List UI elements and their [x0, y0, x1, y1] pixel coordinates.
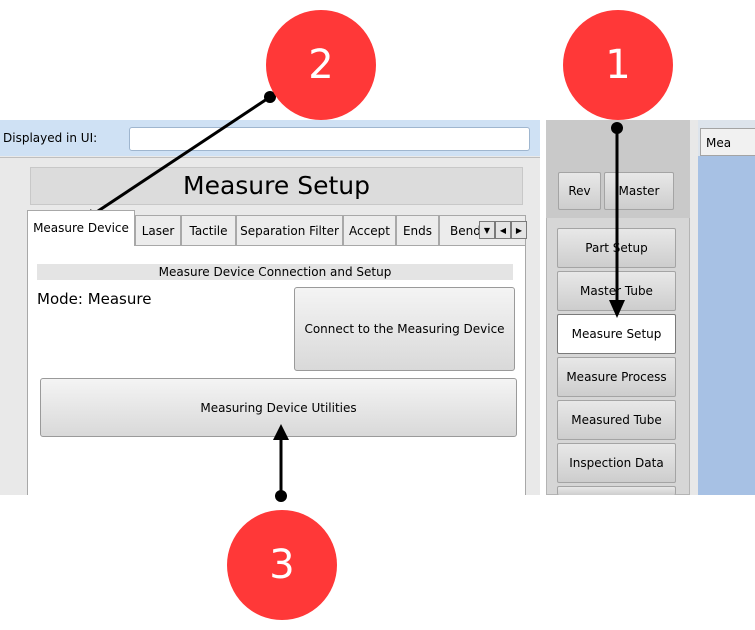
- tab-bar: Measure Device Laser Tactile Separation …: [27, 210, 527, 246]
- step-badge-1: 1: [563, 10, 673, 120]
- mode-status: Mode: Measure: [37, 290, 152, 308]
- nav-item-master-tube[interactable]: Master Tube: [557, 271, 676, 311]
- nav-item-measured-tube[interactable]: Measured Tube: [557, 400, 676, 440]
- nav-scrollbar[interactable]: [690, 120, 700, 495]
- tab-separation-filter[interactable]: Separation Filter: [236, 215, 343, 245]
- tab-tactile[interactable]: Tactile: [181, 215, 236, 245]
- step-badge-3: 3: [227, 510, 337, 620]
- page-title: Measure Setup: [183, 171, 370, 200]
- secondary-window-tab[interactable]: Mea: [700, 128, 755, 156]
- displayed-in-ui-input[interactable]: [129, 127, 530, 151]
- tab-scroll-right-icon[interactable]: ▶: [511, 221, 527, 239]
- tab-ends[interactable]: Ends: [396, 215, 439, 245]
- nav-item-measure-setup[interactable]: Measure Setup: [557, 314, 676, 354]
- divider: [0, 157, 540, 158]
- tab-scroll-left-icon[interactable]: ◀: [495, 221, 511, 239]
- device-utilities-button[interactable]: Measuring Device Utilities: [40, 378, 517, 437]
- rev-button[interactable]: Rev: [558, 172, 601, 210]
- master-button[interactable]: Master: [604, 172, 674, 210]
- nav-item-part-setup[interactable]: Part Setup: [557, 228, 676, 268]
- nav-item-measure-process[interactable]: Measure Process: [557, 357, 676, 397]
- nav-item-inspection-data[interactable]: Inspection Data: [557, 443, 676, 483]
- secondary-window-content: [698, 156, 755, 495]
- tab-accept[interactable]: Accept: [343, 215, 396, 245]
- section-header: Measure Device Connection and Setup: [37, 264, 513, 280]
- tab-measure-device[interactable]: Measure Device: [27, 210, 135, 246]
- tab-laser[interactable]: Laser: [135, 215, 181, 245]
- tab-list-dropdown-icon[interactable]: ▼: [479, 221, 495, 239]
- nav-item-partial[interactable]: [557, 486, 676, 495]
- displayed-in-ui-label: Displayed in UI:: [3, 131, 98, 145]
- connect-device-button[interactable]: Connect to the Measuring Device: [294, 287, 515, 371]
- step-badge-2: 2: [266, 10, 376, 120]
